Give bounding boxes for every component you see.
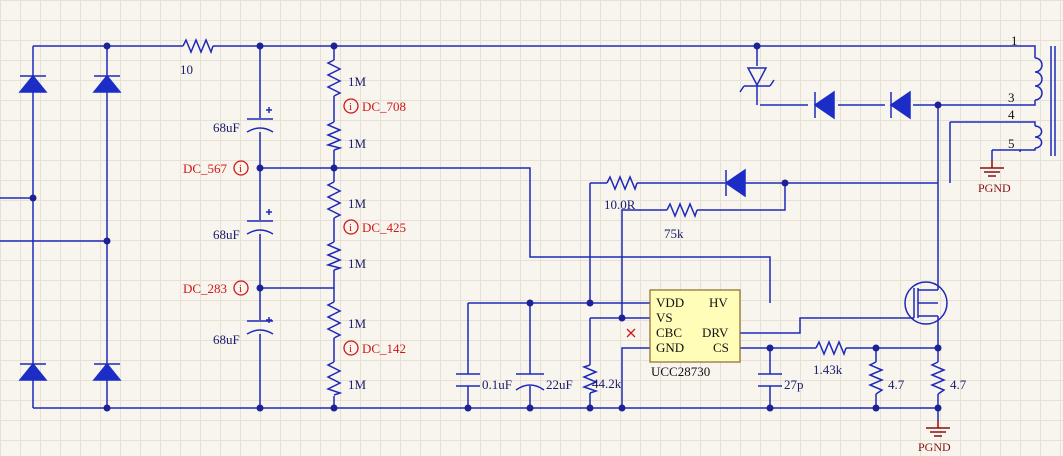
probe-dc425: i DC_425 [343,219,406,235]
transformer-pin-5: 5 [1008,136,1015,151]
resistor-r-div2: 1M [325,121,367,151]
probe-dc425-info-icon: i [349,222,352,234]
resistor-r-input-label: 10 [180,62,193,77]
resistor-r-div5-label: 1M [348,316,367,331]
resistor-r-div1: 1M [326,59,367,97]
resistor-r-sense2-label: 4.7 [950,377,967,392]
probe-dc708-info-icon: i [349,101,352,113]
resistor-r-cs-label: 1.43k [813,362,843,377]
ic-pin-cs: CS [713,340,729,355]
probe-dc567-info-icon: i [239,163,242,175]
bridge-diode-1 [18,74,48,93]
bridge-diode-4 [92,362,122,381]
resistor-r-hv-label: 75k [664,226,684,241]
ground-symbol-aux: PGND [978,160,1011,195]
bridge-diode-3 [18,362,48,381]
transformer: 1 3 4 5 [1008,33,1056,156]
wires [0,45,1036,420]
resistor-r-cs: 1.43k [813,340,847,377]
junction-dots [29,42,942,412]
ic-pin-cbc: CBC [656,325,682,340]
resistor-r-div6: 1M [326,361,367,396]
resistor-r-sense1-label: 4.7 [888,377,905,392]
capacitor-c-cs: 27p [758,373,804,392]
resistor-r-div3-label: 1M [348,196,367,211]
probe-dc708: i DC_708 [343,98,406,114]
clamp-diode-2 [889,90,911,120]
resistor-r-hv: 75k [664,202,698,241]
resistor-r-div3: 1M [326,181,367,219]
probe-dc567: i DC_567 [183,160,249,176]
ic-pin-hv: HV [709,295,728,310]
resistor-r-vs: 10.0R [604,175,638,212]
resistor-r-vs-label: 10.0R [604,197,636,212]
aux-rectifier-diode [724,168,746,198]
probe-dc142-info-icon: i [349,343,352,355]
clamp-zener-diode [739,67,775,93]
resistor-r-input: 10 [180,38,214,77]
probe-dc142-label: DC_142 [362,341,406,356]
resistor-r-div5: 1M [326,301,367,339]
ic-pin-gnd: GND [656,340,684,355]
transformer-pin-4: 4 [1008,107,1015,122]
resistor-r-sense2: 4.7 [930,361,967,395]
ic-pin-drv: DRV [702,325,729,340]
bridge-diode-2 [92,74,122,93]
controller-ic: VDD VS CBC GND HV DRV CS UCC28730 [626,289,741,379]
ic-pin-vs: VS [656,310,673,325]
probe-dc425-label: DC_425 [362,220,406,235]
capacitor-c-vdd2-label: 22uF [546,377,573,392]
probe-dc567-label: DC_567 [183,161,228,176]
ic-part-label: UCC28730 [651,364,710,379]
resistor-r-div2-label: 1M [348,136,367,151]
clamp-diode-1 [813,90,835,120]
capacitor-c-bulk2: 68uF [213,209,274,242]
ground-label-main: PGND [918,440,951,454]
probe-dc283-label: DC_283 [183,281,227,296]
resistor-r-div4-label: 1M [348,256,367,271]
capacitor-c-vdd1-label: 0.1uF [482,377,512,392]
resistor-r-cbc-label: 44.2k [592,376,622,391]
ground-symbol-main: PGND [918,420,951,454]
capacitor-c-bulk3: 68uF [213,317,274,347]
ground-label-aux: PGND [978,181,1011,195]
capacitor-c-bulk2-label: 68uF [213,227,240,242]
mosfet [902,278,948,330]
capacitor-c-vdd1: 0.1uF [456,373,512,392]
resistor-r-div4: 1M [325,241,367,271]
resistor-r-div1-label: 1M [348,74,367,89]
capacitor-c-vdd2: 22uF [515,373,573,392]
capacitor-c-bulk1: 68uF [213,107,274,135]
capacitor-c-bulk3-label: 68uF [213,332,240,347]
resistor-r-cbc: 44.2k [581,364,622,394]
transformer-pin-3: 3 [1008,90,1015,105]
probe-dc708-label: DC_708 [362,99,406,114]
probe-dc283-info-icon: i [239,283,242,295]
resistor-r-div6-label: 1M [348,377,367,392]
probe-dc142: i DC_142 [343,340,406,356]
resistor-r-sense1: 4.7 [868,361,905,395]
ic-pin-vdd: VDD [656,295,684,310]
transformer-pin-1: 1 [1011,33,1018,48]
no-connect-marker [626,328,636,338]
probe-dc283: i DC_283 [183,280,249,296]
capacitor-c-cs-label: 27p [784,377,804,392]
capacitor-c-bulk1-label: 68uF [213,120,240,135]
